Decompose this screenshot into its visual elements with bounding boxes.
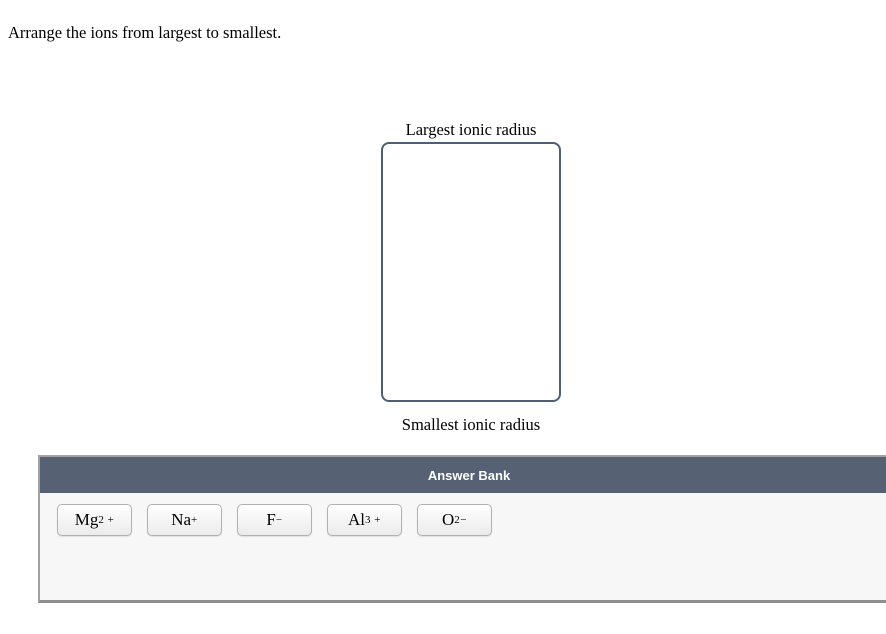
ranking-column: Largest ionic radius Smallest ionic radi… [381, 120, 561, 434]
ion-tile-f[interactable]: F− [237, 504, 312, 536]
answer-bank-title: Answer Bank [427, 467, 511, 483]
ion-symbol: Al [348, 510, 366, 529]
ion-tile-na[interactable]: Na+ [147, 504, 222, 536]
ion-symbol: Na [171, 510, 192, 529]
smallest-radius-label: Smallest ionic radius [401, 415, 541, 434]
largest-radius-label: Largest ionic radius [405, 120, 537, 139]
ion-symbol: O [442, 510, 455, 529]
ion-symbol: Mg [74, 510, 99, 529]
ion-symbol: F [266, 510, 276, 529]
question-prompt: Arrange the ions from largest to smalles… [8, 23, 282, 42]
answer-bank-header: Answer Bank [40, 457, 886, 493]
ion-dropzone[interactable] [381, 142, 561, 402]
